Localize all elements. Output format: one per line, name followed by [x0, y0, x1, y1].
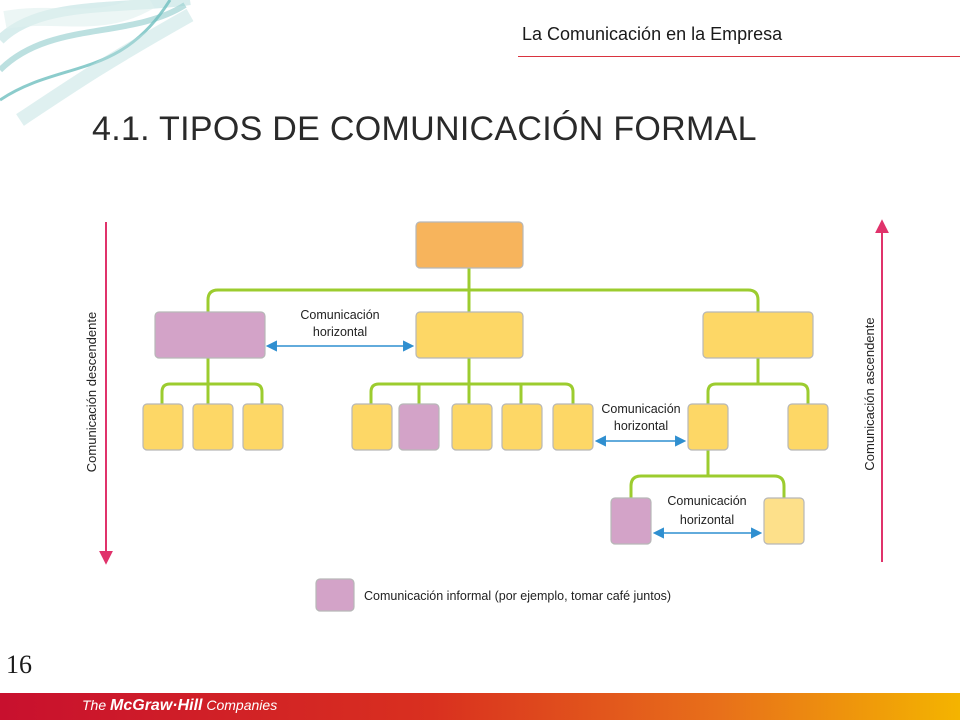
staff-node — [242, 403, 284, 451]
department-node-center — [415, 311, 524, 359]
horizontal-label-line2: horizontal — [680, 513, 734, 527]
legend-label: Comunicación informal (por ejemplo, toma… — [364, 589, 671, 603]
sub-staff-node — [763, 497, 805, 545]
staff-node — [351, 403, 393, 451]
brand-suffix: Companies — [206, 697, 278, 713]
left-axis-label: Comunicación descendente — [84, 312, 99, 472]
department-node-right — [702, 311, 814, 359]
horizontal-label-line2: horizontal — [313, 325, 367, 339]
department-node-left — [154, 311, 266, 359]
staff-node — [501, 403, 543, 451]
publisher-logo: The McGraw·Hill Companies — [82, 697, 277, 715]
staff-node — [787, 403, 829, 451]
horizontal-label-line2: horizontal — [614, 419, 668, 433]
decorative-swirl — [0, 0, 194, 126]
staff-node — [687, 403, 729, 451]
brand-prefix: The — [82, 697, 107, 713]
sub-staff-node-informal — [610, 497, 652, 545]
staff-node — [552, 403, 594, 451]
horizontal-label-line1: Comunicación — [300, 308, 379, 322]
staff-node — [192, 403, 234, 451]
brand-name: McGraw·Hill — [110, 697, 203, 714]
header-divider — [518, 56, 960, 57]
staff-node — [451, 403, 493, 451]
top-management-node — [415, 221, 524, 269]
connectors — [160, 268, 810, 498]
right-axis-label: Comunicación ascendente — [862, 317, 877, 470]
horizontal-label-line1: Comunicación — [601, 402, 680, 416]
legend-swatch-informal — [315, 578, 355, 612]
page-number: 16 — [6, 650, 32, 679]
header-title: La Comunicación en la Empresa — [522, 24, 783, 44]
footer-bar: The McGraw·Hill Companies — [0, 693, 960, 720]
slide-title: 4.1. TIPOS DE COMUNICACIÓN FORMAL — [92, 110, 757, 148]
horizontal-label-line1: Comunicación — [667, 494, 746, 508]
staff-node-informal — [398, 403, 440, 451]
staff-node — [142, 403, 184, 451]
